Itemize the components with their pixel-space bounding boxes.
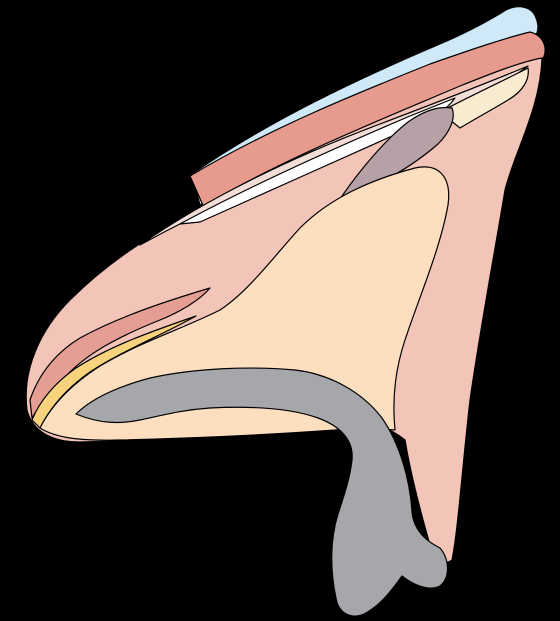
anatomical-cross-section-diagram (0, 0, 560, 621)
diagram-canvas (0, 0, 560, 621)
